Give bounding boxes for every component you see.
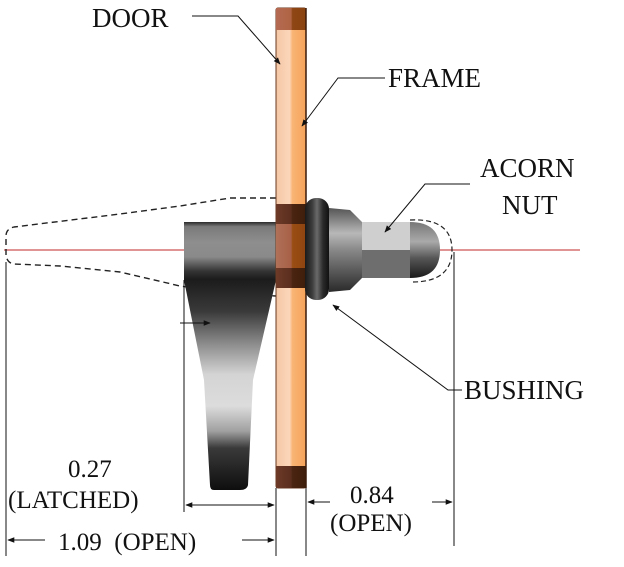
acorn-nut-label-line1: ACORN [480, 153, 575, 183]
door-frame-panel [275, 7, 307, 489]
open-left-dimension: 1.09 (OPEN) [58, 529, 196, 556]
bushing-leader [332, 304, 462, 391]
bushing-label: BUSHING [464, 375, 584, 405]
latch-arm [184, 280, 276, 490]
latched-dimension-state: (LATCHED) [8, 487, 139, 514]
frame-label: FRAME [388, 63, 481, 93]
acorn-nut-label-line2: NUT [502, 190, 558, 220]
acorn-nut-hex [362, 222, 410, 250]
open-right-dimension-value: 0.84 [350, 482, 394, 509]
latch-head [184, 222, 276, 280]
door-leader [192, 15, 281, 65]
acorn-nut-leader [384, 183, 470, 233]
nut-cone [329, 208, 362, 292]
open-right-dimension-state: (OPEN) [330, 510, 412, 537]
acorn-nut-dome [410, 222, 440, 278]
open-position-outline [5, 197, 277, 297]
bushing-ring [305, 198, 329, 300]
acorn-nut-hex-shade [362, 250, 410, 278]
frame-leader [301, 77, 385, 127]
latched-dimension-value: 0.27 [68, 456, 112, 483]
dome-outline [409, 219, 453, 283]
door-label: DOOR [92, 3, 169, 33]
